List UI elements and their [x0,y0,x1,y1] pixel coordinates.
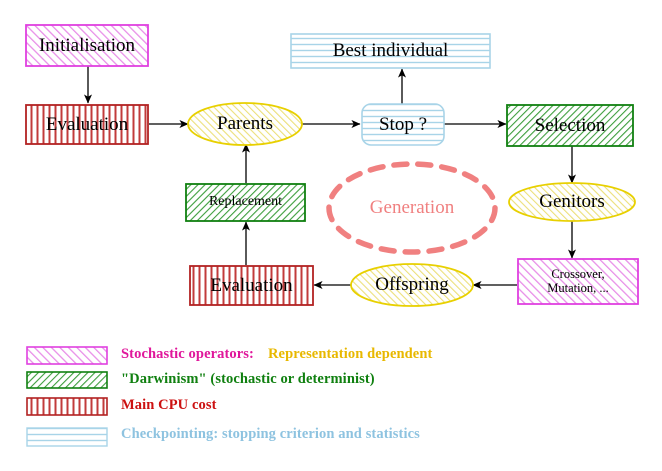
node-crossover-mutation [517,258,639,305]
node-generation [326,161,498,255]
legend-label-stochastic-part2: Representation dependent [267,346,433,362]
legend-swatch-darwinism [26,371,108,389]
node-stop [361,103,445,146]
node-offspring [350,263,474,307]
legend-label-darwinism: "Darwinism" (stochastic or determinist) [121,371,375,387]
node-selection [506,104,634,147]
legend-swatch-cpu-cost [26,397,108,416]
legend-swatch-checkpointing [26,427,108,447]
node-initialisation [25,24,149,67]
legend-label-cpu-cost: Main CPU cost [121,397,217,413]
node-best-individual [290,33,491,69]
node-evaluation-bottom [189,265,314,306]
legend-label-stochastic-part1: Stochastic operators: [121,346,254,362]
node-replacement [185,183,306,222]
legend-label-stochastic: Stochastic operators: Representation depe… [121,346,432,363]
node-evaluation-top [25,104,149,145]
node-genitors [508,182,636,222]
legend-label-checkpointing: Checkpointing: stopping criterion and st… [121,426,420,442]
legend-swatch-stochastic [26,346,108,365]
node-parents [187,102,303,146]
